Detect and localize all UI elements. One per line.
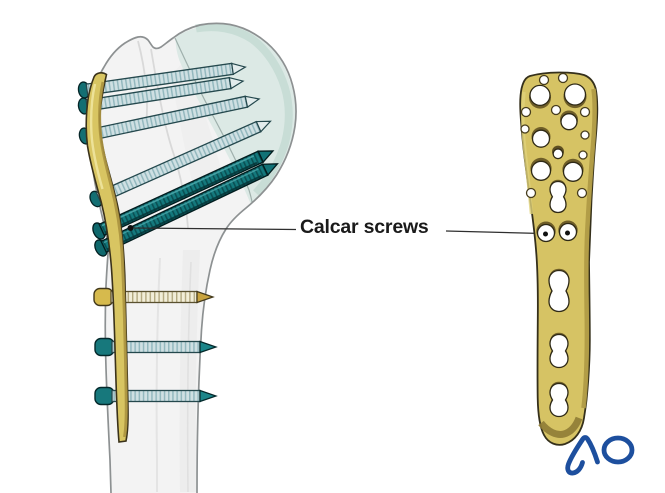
- screw-head: [93, 287, 114, 307]
- ao-logo: [565, 435, 635, 476]
- locking-screws-lateral: [77, 62, 279, 406]
- plate-hole-figure8: [549, 179, 567, 214]
- screw-tip: [257, 150, 275, 164]
- screw-tip: [231, 62, 247, 76]
- hole-opening: [562, 161, 584, 182]
- plate-hole: [580, 130, 590, 140]
- screw-head: [94, 386, 115, 406]
- plate-hole-large: [530, 157, 552, 181]
- hole-opening: [529, 84, 551, 107]
- plate-hole-large: [563, 83, 587, 109]
- ao-logo-letter-a: [565, 435, 600, 476]
- leader-line: [132, 227, 297, 231]
- ao-logo-letter-o: [601, 435, 635, 465]
- screw-tip: [244, 95, 261, 109]
- screw-tip: [261, 163, 279, 177]
- plate-lateral-view: [85, 71, 129, 443]
- plate-hole-medium: [531, 127, 551, 148]
- screw-tip: [199, 340, 218, 354]
- shaft-screw-cortical: [93, 287, 215, 307]
- proximal-screw: [89, 120, 272, 208]
- proximal-screw: [77, 62, 247, 99]
- hole-dot: [565, 230, 570, 236]
- plate-hole: [538, 74, 550, 86]
- leader-right: [445, 230, 543, 235]
- hole-opening: [549, 382, 569, 418]
- bone-line: [155, 257, 161, 492]
- shaft-screw: [94, 337, 218, 357]
- plate-hole: [550, 104, 562, 116]
- plate-tip-shadow: [538, 416, 583, 438]
- screw-head: [94, 337, 115, 357]
- plate-shadow-edge: [98, 81, 128, 438]
- hole-opening: [549, 333, 569, 369]
- plate-holes: [520, 72, 591, 418]
- plate-right-shadow: [581, 88, 597, 409]
- calcar-screws-label: Calcar screws: [300, 216, 429, 238]
- plate-hole: [557, 72, 569, 84]
- calcar-screw: [92, 150, 275, 240]
- plate-highlight: [89, 83, 104, 190]
- plate-hole: [525, 187, 537, 199]
- screw-shadow: [106, 174, 263, 251]
- plate-hole-medium: [560, 110, 578, 131]
- hole-opening: [549, 180, 567, 214]
- bone-shading: [179, 250, 200, 492]
- plate-combi-hole: [549, 332, 569, 369]
- leader-left: [127, 225, 297, 231]
- plate-hole: [579, 106, 591, 118]
- screw-highlight: [101, 155, 255, 227]
- hole-opening: [563, 83, 587, 106]
- leader-dot: [127, 225, 134, 231]
- plate-hole-small-shaded: [552, 145, 564, 160]
- hole-dot: [543, 231, 548, 237]
- calcar-screw: [94, 163, 279, 257]
- screw-tip: [196, 290, 215, 304]
- screw-shadow: [104, 161, 258, 234]
- screw-tip: [228, 76, 245, 90]
- plate-hole-large: [529, 84, 551, 109]
- shaft-screw: [94, 386, 218, 406]
- plate-hole: [520, 106, 532, 118]
- plate-hole: [520, 124, 530, 134]
- cartilage-shade-band: [195, 23, 293, 196]
- plate-hole: [578, 150, 588, 160]
- plate-combi-hole: [549, 381, 569, 418]
- plate-hole-large: [562, 158, 584, 182]
- plate-combi-hole: [548, 268, 570, 313]
- hole-opening: [560, 113, 578, 131]
- leader-line: [445, 230, 543, 235]
- hole-opening: [552, 148, 564, 160]
- calcar-screw-hole: [558, 220, 578, 242]
- hole-opening: [531, 129, 551, 148]
- plate-front-view: [519, 71, 599, 446]
- plate-hole: [576, 187, 588, 199]
- screw-tip: [255, 120, 272, 133]
- hole-opening: [548, 269, 570, 313]
- calcar-screw-hole: [536, 221, 556, 243]
- screw-tip: [199, 389, 218, 403]
- hole-opening: [530, 160, 552, 181]
- bone-line: [186, 261, 192, 493]
